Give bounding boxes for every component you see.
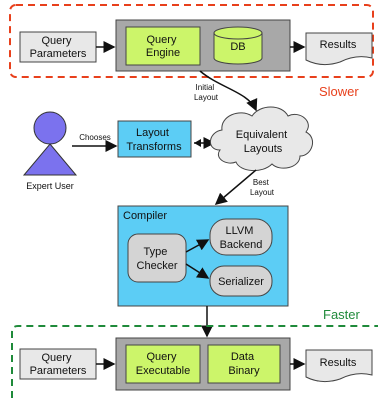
- top-results-label: Results: [320, 39, 357, 51]
- type-checker-box: [127, 233, 187, 283]
- query-executable-label: Query Executable: [136, 351, 190, 377]
- bottom-results-label: Results: [320, 357, 357, 369]
- query-engine-box: [125, 26, 201, 66]
- data-binary-box: [207, 344, 281, 384]
- serializer-box: [209, 265, 273, 297]
- faster-region: [11, 325, 378, 398]
- bottom-query-params-label: Query Parameters: [30, 352, 87, 377]
- best-layout-label: Best Layout: [250, 178, 275, 197]
- equivalent-layouts-label: Equivalent Layouts: [236, 129, 290, 155]
- initial-layout-label: Initial Layout: [194, 83, 219, 102]
- query-engine-label: Query Engine: [146, 34, 180, 59]
- bottom-results-box: [305, 349, 373, 383]
- chooses-label: Chooses: [79, 133, 111, 142]
- query-executable-box: [125, 344, 201, 384]
- layout-transforms-label: Layout Transforms: [126, 127, 182, 153]
- llvm-backend-label: LLVM Backend: [220, 225, 263, 251]
- arrowhead-left: [194, 139, 201, 147]
- arrow-checker-to-llvm: [185, 239, 210, 253]
- compiler-title: Compiler: [123, 210, 167, 222]
- serializer-label: Serializer: [218, 276, 264, 288]
- slower-label: Slower: [319, 84, 359, 99]
- llvm-backend-box: [209, 218, 273, 256]
- arrow-best-layout: [214, 169, 257, 205]
- layout-transforms-box: [117, 120, 192, 158]
- type-checker-label: Type Checker: [137, 246, 178, 272]
- db-label: DB: [230, 41, 245, 53]
- arrow-checker-to-serializer: [185, 263, 210, 279]
- expert-user-label: Expert User: [26, 181, 74, 191]
- top-results-box: [305, 32, 373, 66]
- equivalent-layouts-cloud: [210, 106, 314, 171]
- data-binary-label: Data Binary: [228, 351, 260, 377]
- db-cylinder: [213, 26, 263, 65]
- slower-region: [9, 4, 374, 78]
- faster-label: Faster: [323, 307, 361, 322]
- top-query-params-label: Query Parameters: [30, 35, 87, 60]
- expert-user-figure: [22, 111, 78, 176]
- arrow-initial-layout: [199, 70, 258, 112]
